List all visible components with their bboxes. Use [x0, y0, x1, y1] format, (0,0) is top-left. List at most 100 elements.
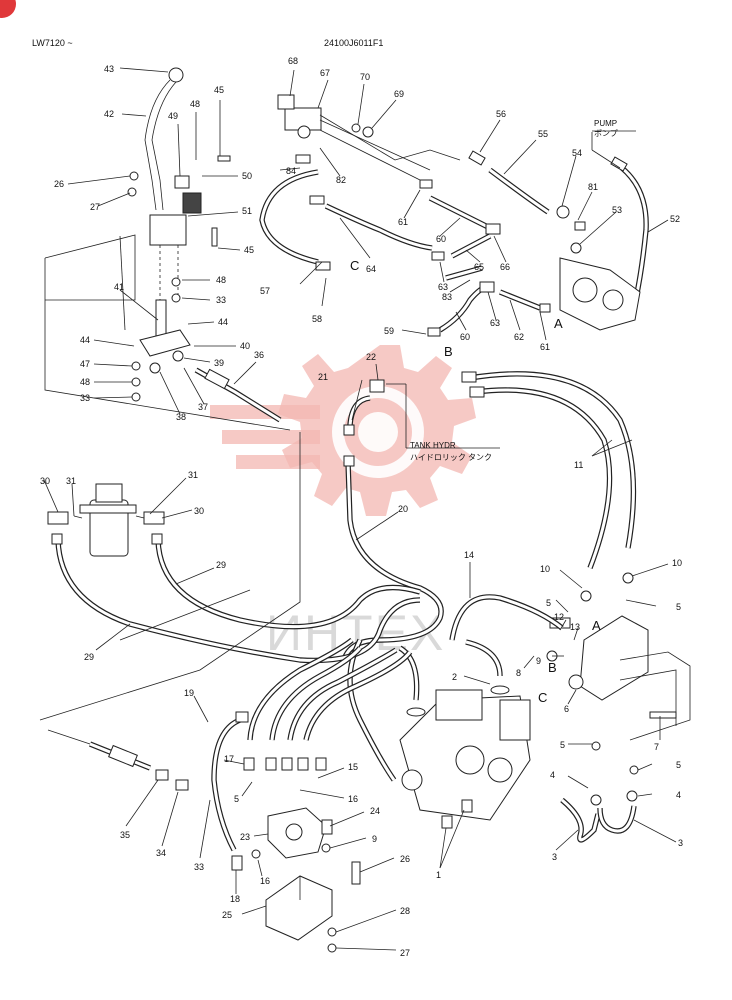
letter-c-top: C — [350, 258, 359, 273]
callout-31b: 31 — [188, 470, 198, 480]
callout-60a: 60 — [436, 234, 446, 244]
callout-48a: 48 — [190, 99, 200, 109]
callout-6: 6 — [564, 704, 569, 714]
pump-body-top — [556, 205, 641, 331]
callout-15: 15 — [348, 762, 358, 772]
callout-26b: 26 — [400, 854, 410, 864]
callout-23: 23 — [240, 832, 250, 842]
letter-a-top: A — [554, 316, 563, 331]
callout-33b: 33 — [80, 393, 90, 403]
tubes-60-65 — [427, 195, 551, 337]
callout-81: 81 — [588, 182, 598, 192]
corner-badge — [0, 0, 16, 18]
callout-8: 8 — [516, 668, 521, 678]
callout-67: 67 — [320, 68, 330, 78]
callout-1: 1 — [436, 870, 441, 880]
callout-49: 49 — [168, 111, 178, 121]
callout-18: 18 — [230, 894, 240, 904]
callout-25: 25 — [222, 910, 232, 920]
callout-33a: 33 — [216, 295, 226, 305]
callout-20: 20 — [398, 504, 408, 514]
callout-56: 56 — [496, 109, 506, 119]
callout-labels: 43 42 49 48 45 26 27 50 51 45 48 33 41 4… — [40, 56, 683, 958]
callout-12: 12 — [554, 612, 564, 622]
callout-48c: 48 — [80, 377, 90, 387]
callout-19: 19 — [184, 688, 194, 698]
callout-34: 34 — [156, 848, 166, 858]
callout-45b: 45 — [244, 245, 254, 255]
callout-50: 50 — [242, 171, 252, 181]
callout-5c: 5 — [560, 740, 565, 750]
pump-label-jp: ポンプ — [594, 129, 618, 138]
callout-16a: 16 — [348, 794, 358, 804]
callout-65: 65 — [474, 262, 484, 272]
tubes-3 — [560, 790, 638, 843]
callout-38: 38 — [176, 412, 186, 422]
callout-64: 64 — [366, 264, 376, 274]
callout-59: 59 — [384, 326, 394, 336]
callout-70: 70 — [360, 72, 370, 82]
callout-31a: 31 — [66, 476, 76, 486]
callout-36: 36 — [254, 350, 264, 360]
callout-39: 39 — [214, 358, 224, 368]
callout-45a: 45 — [214, 85, 224, 95]
callout-7: 7 — [654, 742, 659, 752]
callout-63b: 63 — [490, 318, 500, 328]
callout-27a: 27 — [90, 202, 100, 212]
tank-label-jp: ハイドロリック タンク — [410, 453, 492, 462]
hose-52-pump — [610, 156, 649, 299]
letter-b-mid: B — [548, 660, 557, 675]
callout-3b: 3 — [678, 838, 683, 848]
callout-61b: 61 — [540, 342, 550, 352]
letter-c-mid: C — [538, 690, 547, 705]
model-code: LW7120 ~ — [32, 38, 73, 48]
callout-37: 37 — [198, 402, 208, 412]
callout-10a: 10 — [540, 564, 550, 574]
callout-16b: 16 — [260, 876, 270, 886]
callout-17: 17 — [224, 754, 234, 764]
tank-label-en: TANK HYDR — [410, 441, 456, 450]
callout-83: 83 — [442, 292, 452, 302]
callout-4b: 4 — [676, 790, 681, 800]
hoses-to-pump — [347, 638, 503, 782]
main-pump — [399, 685, 531, 869]
callout-40: 40 — [240, 341, 250, 351]
hose-55 — [468, 150, 550, 215]
cable-36 — [194, 367, 282, 423]
callout-52: 52 — [670, 214, 680, 224]
callout-41: 41 — [114, 282, 124, 292]
callout-66: 66 — [500, 262, 510, 272]
callout-29b: 29 — [84, 652, 94, 662]
callout-55: 55 — [538, 129, 548, 139]
callout-27b: 27 — [400, 948, 410, 958]
callout-33c: 33 — [194, 862, 204, 872]
callout-82: 82 — [336, 175, 346, 185]
callout-14: 14 — [464, 550, 474, 560]
hose-20 — [341, 379, 444, 661]
bracket-25 — [265, 861, 361, 953]
top-valve-group — [277, 94, 461, 181]
callout-43: 43 — [104, 64, 114, 74]
callout-4a: 4 — [550, 770, 555, 780]
letter-b-top: B — [444, 344, 453, 359]
callout-60b: 60 — [460, 332, 470, 342]
pump-label-en: PUMP — [594, 119, 617, 128]
watermark-gear — [210, 345, 476, 516]
callout-35: 35 — [120, 830, 130, 840]
callout-53: 53 — [612, 205, 622, 215]
callout-30a: 30 — [40, 476, 50, 486]
callout-5a: 5 — [546, 598, 551, 608]
filter-assembly — [47, 483, 165, 557]
callout-84: 84 — [286, 166, 296, 176]
callout-44b: 44 — [80, 335, 90, 345]
callout-57: 57 — [260, 286, 270, 296]
callout-9a: 9 — [536, 656, 541, 666]
connection-letters: C A B A B C — [350, 258, 601, 705]
control-lever-assembly — [44, 67, 291, 431]
leader-lines — [39, 67, 677, 951]
hose-29 — [55, 539, 421, 741]
callout-11: 11 — [574, 460, 583, 470]
callout-51: 51 — [242, 206, 252, 216]
callout-29a: 29 — [216, 560, 226, 570]
